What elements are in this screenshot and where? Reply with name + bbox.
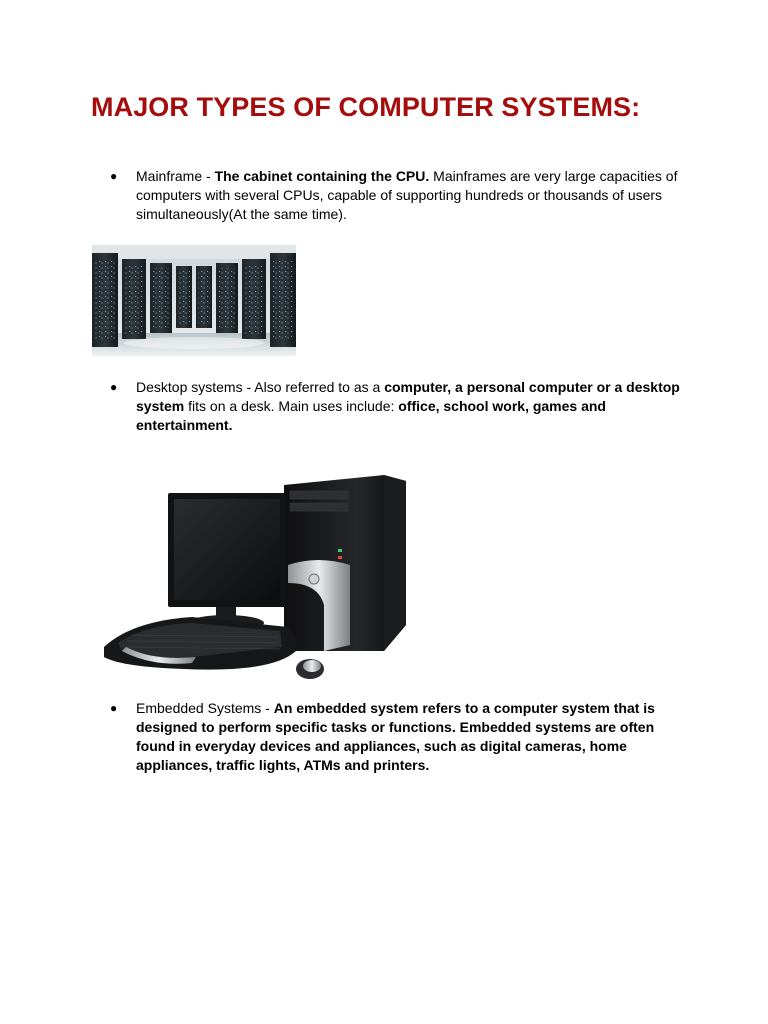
item-label: Desktop systems - Also referred to as a bbox=[136, 379, 385, 395]
item-bold-text-2: office, school work, games and entertain… bbox=[136, 398, 606, 433]
bullet-icon: ● bbox=[110, 169, 118, 183]
item-text: Mainframes are very large capacities of … bbox=[136, 168, 678, 222]
list-item-embedded: ● Embedded Systems - An embedded system … bbox=[110, 699, 685, 775]
item-text: fits on a desk. Main uses include: bbox=[184, 398, 399, 414]
page-title: MAJOR TYPES OF COMPUTER SYSTEMS: bbox=[91, 92, 641, 122]
list-item-text: Embedded Systems - An embedded system re… bbox=[136, 699, 685, 775]
item-label: Embedded Systems - bbox=[136, 700, 274, 716]
item-label: Mainframe - bbox=[136, 168, 215, 184]
item-bold-text: computer, a personal computer or a deskt… bbox=[136, 379, 680, 414]
server-room-image bbox=[92, 245, 296, 356]
list-item-text: Desktop systems - Also referred to as a … bbox=[136, 378, 685, 435]
item-bold-text: The cabinet containing the CPU. bbox=[214, 168, 430, 184]
bullet-icon: ● bbox=[110, 701, 118, 715]
list-item-text: Mainframe - The cabinet containing the C… bbox=[136, 167, 685, 224]
bullet-icon: ● bbox=[110, 380, 118, 394]
item-bold-text: An embedded system refers to a computer … bbox=[136, 700, 655, 773]
list-item-desktop: ● Desktop systems - Also referred to as … bbox=[110, 378, 685, 435]
desktop-computer-image bbox=[92, 455, 416, 695]
list-item-mainframe: ● Mainframe - The cabinet containing the… bbox=[110, 167, 685, 224]
